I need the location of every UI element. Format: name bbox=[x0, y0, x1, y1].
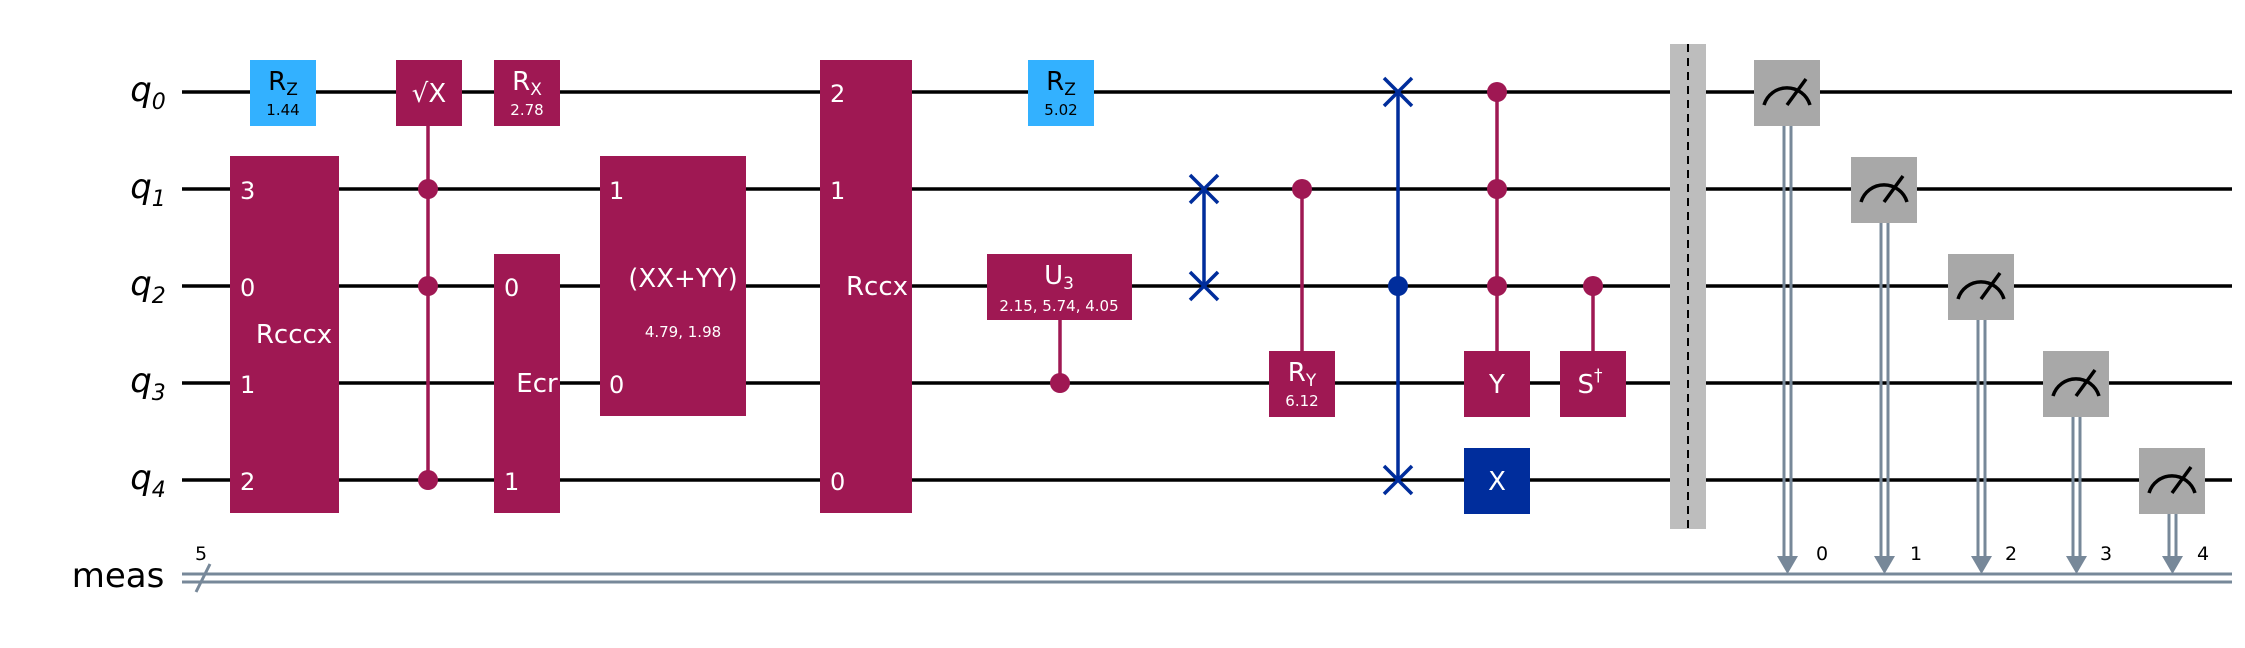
csx-gate[interactable]: √X bbox=[396, 60, 462, 490]
wire-label-q1: q1 bbox=[130, 167, 166, 212]
svg-text:0: 0 bbox=[1816, 543, 1828, 565]
svg-text:1: 1 bbox=[609, 177, 624, 205]
cswap-gate[interactable] bbox=[1382, 76, 1414, 496]
svg-text:2: 2 bbox=[830, 80, 845, 108]
rx-gate-q0[interactable]: RX 2.78 bbox=[494, 60, 560, 126]
svg-text:1: 1 bbox=[830, 177, 845, 205]
svg-text:2: 2 bbox=[240, 468, 255, 496]
control-dot bbox=[1050, 373, 1070, 393]
control-dot bbox=[1487, 276, 1507, 296]
svg-text:1: 1 bbox=[504, 468, 519, 496]
rcccx-label: Rcccx bbox=[256, 320, 332, 350]
measure-q4[interactable]: 4 bbox=[2139, 448, 2209, 574]
rz-param: 1.44 bbox=[266, 101, 299, 119]
control-dot bbox=[1487, 82, 1507, 102]
measure-q1[interactable]: 1 bbox=[1851, 157, 1922, 574]
svg-text:1: 1 bbox=[1910, 543, 1922, 565]
wire-label-q3: q3 bbox=[130, 361, 166, 406]
measure-q3[interactable]: 3 bbox=[2043, 351, 2112, 574]
x-label: X bbox=[1488, 467, 1506, 497]
ry-param: 6.12 bbox=[1285, 392, 1318, 410]
classical-bundle-width: 5 bbox=[195, 543, 207, 565]
ecr-gate[interactable]: 0 1 Ecr bbox=[494, 254, 560, 513]
svg-text:RZ: RZ bbox=[268, 67, 298, 100]
svg-text:U3: U3 bbox=[1044, 261, 1074, 294]
qubit-wires bbox=[182, 90, 2232, 482]
measure-q2[interactable]: 2 bbox=[1948, 254, 2017, 574]
u3-param: 2.15, 5.74, 4.05 bbox=[999, 297, 1118, 315]
svg-text:3: 3 bbox=[240, 177, 255, 205]
svg-text:0: 0 bbox=[830, 468, 845, 496]
svg-text:3: 3 bbox=[2100, 543, 2112, 565]
control-dot bbox=[1388, 276, 1408, 296]
svg-text:RZ: RZ bbox=[1046, 67, 1076, 100]
svg-text:0: 0 bbox=[504, 274, 519, 302]
control-dot bbox=[418, 470, 438, 490]
svg-text:2: 2 bbox=[2005, 543, 2017, 565]
rz-param: 5.02 bbox=[1044, 101, 1077, 119]
cu3-gate[interactable]: U3 2.15, 5.74, 4.05 bbox=[987, 254, 1132, 393]
control-dot bbox=[418, 276, 438, 296]
classical-register: 5 bbox=[182, 543, 2232, 593]
svg-text:1: 1 bbox=[240, 371, 255, 399]
svg-text:4: 4 bbox=[2197, 543, 2209, 565]
measure-q0[interactable]: 0 bbox=[1754, 60, 1828, 574]
control-dot bbox=[418, 179, 438, 199]
wire-label-q0: q0 bbox=[130, 70, 166, 115]
xx-plus-yy-gate[interactable]: 1 0 (XX+YY) 4.79, 1.98 bbox=[600, 156, 746, 416]
rccx-gate[interactable]: 2 1 0 Rccx bbox=[820, 60, 912, 513]
control-dot bbox=[1583, 276, 1603, 296]
ecr-label: Ecr bbox=[516, 369, 558, 399]
xxyy-param: 4.79, 1.98 bbox=[645, 323, 721, 341]
wire-label-q4: q4 bbox=[130, 458, 166, 503]
measurements: 0 1 2 3 bbox=[1754, 60, 2209, 574]
svg-text:0: 0 bbox=[609, 371, 624, 399]
rz-gate-q0-2[interactable]: RZ 5.02 bbox=[1028, 60, 1094, 126]
ccy-gate[interactable]: Y bbox=[1464, 82, 1530, 417]
svg-text:S†: S† bbox=[1577, 366, 1603, 400]
svg-text:RY: RY bbox=[1288, 358, 1317, 391]
barrier bbox=[1670, 44, 1706, 529]
control-dot bbox=[1292, 179, 1312, 199]
csdg-gate[interactable]: S† bbox=[1560, 276, 1626, 417]
rcccx-gate[interactable]: 3 0 1 2 Rcccx bbox=[230, 156, 339, 513]
x-gate-q4[interactable]: X bbox=[1464, 448, 1530, 514]
y-label: Y bbox=[1488, 370, 1505, 400]
classical-bundle-slash bbox=[194, 563, 212, 593]
wire-label-meas: meas bbox=[72, 556, 165, 596]
svg-text:0: 0 bbox=[240, 274, 255, 302]
xxyy-label: (XX+YY) bbox=[628, 264, 737, 294]
svg-text:RX: RX bbox=[512, 67, 542, 100]
control-dot bbox=[1487, 179, 1507, 199]
sx-label: √X bbox=[412, 79, 446, 109]
cry-gate[interactable]: RY 6.12 bbox=[1269, 179, 1335, 417]
wire-label-q2: q2 bbox=[130, 264, 166, 309]
rx-param: 2.78 bbox=[510, 101, 543, 119]
rccx-label: Rccx bbox=[846, 272, 908, 302]
rz-gate-q0-1[interactable]: RZ 1.44 bbox=[250, 60, 316, 126]
swap-gate-q1-q2[interactable] bbox=[1188, 173, 1220, 302]
wire-labels: q0 q1 q2 q3 q4 meas bbox=[72, 70, 166, 596]
